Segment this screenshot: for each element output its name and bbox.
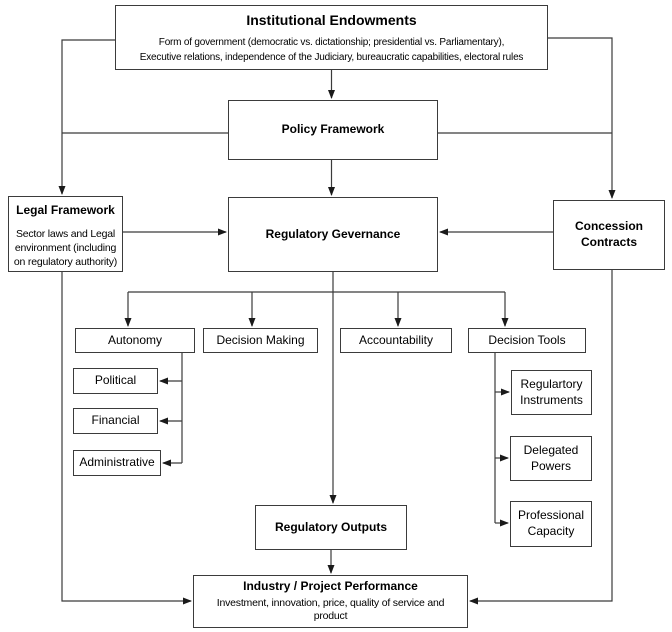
node-body: Sector laws and Legal environment (inclu… (14, 227, 117, 270)
node-administrative: Administrative (73, 450, 161, 476)
connector-legal-to-industry (61, 272, 192, 605)
node-title: Regulartory Instruments (520, 376, 583, 407)
node-policy-framework: Policy Framework (228, 100, 438, 160)
node-professional-capacity: Professional Capacity (510, 501, 592, 547)
node-body: Investment, innovation, price, quality o… (217, 597, 445, 624)
node-title: Legal Framework (16, 203, 115, 217)
body-line: Sector laws and Legal (15, 227, 116, 240)
node-regulatory-instruments: Regulartory Instruments (511, 370, 592, 415)
node-title: Financial (91, 413, 140, 428)
node-title: Policy Framework (281, 122, 385, 137)
node-regulatory-governance: Regulatory Gevernance (228, 197, 438, 272)
node-accountability: Accountability (340, 328, 452, 353)
node-concession-contracts: Concession Contracts (553, 200, 665, 270)
node-title: Decision Tools (488, 332, 566, 347)
node-institutional-endowments: Institutional Endowments Form of governm… (115, 5, 548, 70)
node-delegated-powers: Delegated Powers (510, 436, 592, 481)
node-financial: Financial (73, 408, 158, 434)
node-title: Professional Capacity (517, 508, 585, 538)
node-autonomy: Autonomy (75, 328, 195, 353)
node-title: Regulatory Outputs (274, 519, 387, 534)
node-title: Industry / Project Performance (243, 579, 418, 594)
connector-endowments-to-legal (58, 39, 115, 195)
node-title: Regulatory Gevernance (265, 226, 401, 241)
node-title: Political (94, 373, 137, 388)
node-title: Concession Contracts (574, 219, 643, 249)
node-title: Decision Making (216, 332, 305, 347)
node-title: Autonomy (107, 332, 163, 347)
body-line: Form of government (democratic vs. dicta… (158, 37, 505, 49)
node-title: Accountability (358, 332, 434, 347)
node-body: Form of government (democratic vs. dicta… (139, 36, 524, 65)
node-title: Delegated Powers (523, 442, 579, 473)
node-political: Political (73, 368, 158, 394)
body-line: on regulatory authority) (13, 255, 118, 268)
node-decision-making: Decision Making (203, 328, 318, 353)
node-title: Administrative (79, 455, 155, 470)
body-line: Investment, innovation, price, quality o… (216, 596, 445, 609)
node-industry-project-performance: Industry / Project Performance Investmen… (193, 575, 468, 628)
body-line: environment (including (14, 241, 117, 254)
connector-endowments-to-concession (548, 37, 616, 199)
node-title: Institutional Endowments (246, 12, 417, 28)
node-decision-tools: Decision Tools (468, 328, 586, 353)
body-line: Executive relations, independence of the… (139, 51, 524, 63)
node-legal-framework: Legal Framework Sector laws and Legal en… (8, 196, 123, 272)
node-regulatory-outputs: Regulatory Outputs (255, 505, 407, 550)
body-line: product (313, 610, 348, 623)
